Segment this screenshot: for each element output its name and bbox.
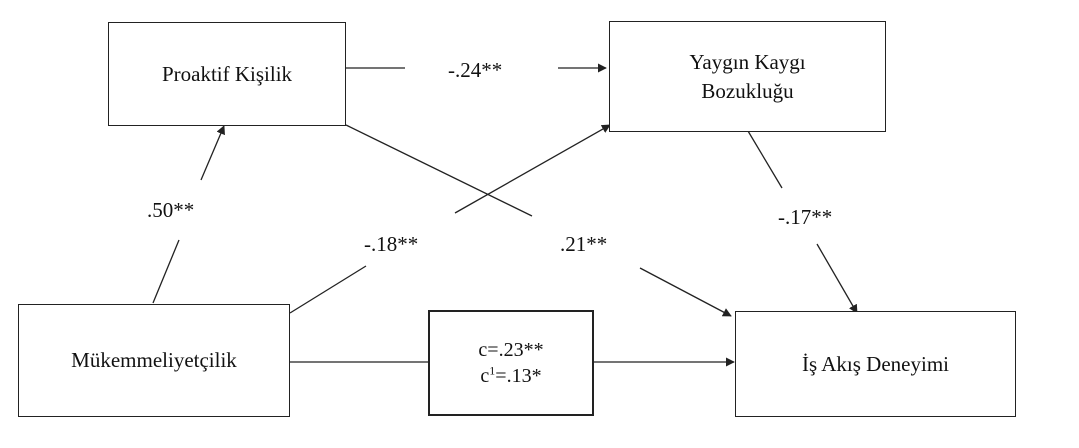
direct-effect-label: c1=.13* — [480, 363, 541, 389]
arrow-perf-to-gad-seg2 — [454, 124, 611, 214]
direct-effect-c: c — [480, 365, 490, 387]
direct-effect-value: =.13* — [495, 365, 542, 387]
arrow-perf-to-gad-seg1 — [289, 265, 367, 314]
arrow-pro-to-flow-seg2 — [639, 267, 732, 317]
arrow-perf-to-pro-seg2 — [200, 125, 225, 181]
node-gad-label-line1: Yaygın Kaygı — [689, 50, 806, 75]
node-gad-label-line2: Bozukluğu — [701, 78, 794, 103]
node-flow-label: İş Akış Deneyimi — [802, 351, 949, 376]
node-proactive-label: Proaktif Kişilik — [161, 61, 293, 86]
arrow-gad-to-flow-seg2 — [816, 243, 858, 314]
arrow-pro-to-flow-seg1 — [345, 124, 533, 217]
node-work-flow: İş Akış Deneyimi — [735, 311, 1016, 417]
label-perf-to-gad: -.18** — [364, 232, 419, 256]
total-effect-label: c=.23** — [478, 339, 544, 361]
direct-effect-sup: 1 — [489, 363, 496, 378]
effect-box-c: c=.23** c1=.13* — [428, 310, 594, 416]
label-pro-to-flow: .21** — [560, 232, 608, 256]
node-perfectionism-label: Mükemmeliyetçilik — [71, 348, 237, 373]
node-proactive-personality: Proaktif Kişilik — [108, 22, 346, 126]
arrow-perf-to-pro-seg1 — [152, 239, 180, 304]
label-pro-to-gad: -.24** — [448, 58, 503, 82]
label-perf-to-pro: .50** — [147, 198, 195, 222]
arrow-gad-to-flow-seg1 — [747, 130, 783, 189]
label-gad-to-flow: -.17** — [778, 205, 833, 229]
node-perfectionism: Mükemmeliyetçilik — [18, 304, 290, 417]
node-generalized-anxiety: Yaygın Kaygı Bozukluğu — [609, 21, 886, 132]
